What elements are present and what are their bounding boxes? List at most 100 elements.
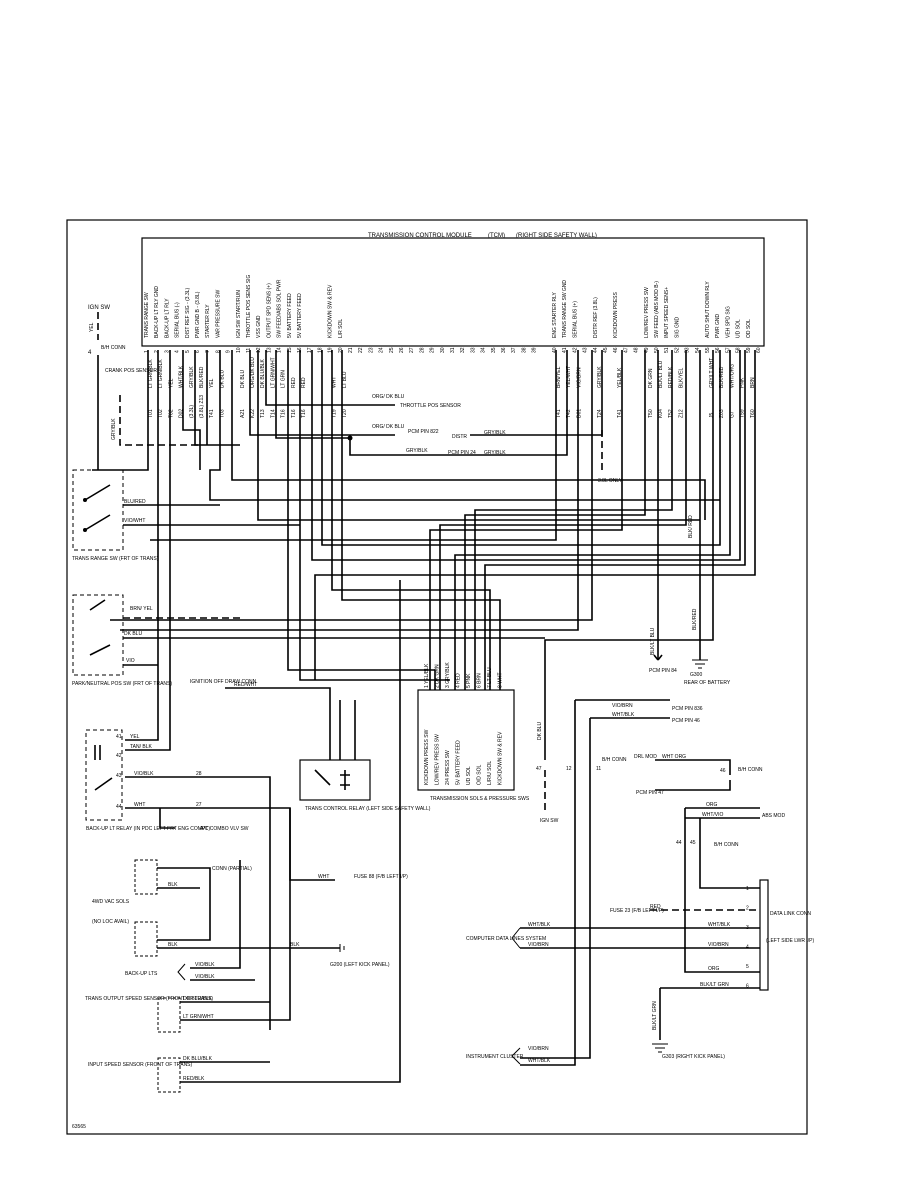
tcm-pin-number: 34 <box>481 347 487 353</box>
vio-brn-label: VIO/BRN <box>612 703 633 709</box>
tcm-pin-name: DIST REF SIG - (3.3L) <box>185 287 191 338</box>
tcm-wire-color: BLK/RED <box>719 366 725 388</box>
tcm-pin-number: 37 <box>511 347 517 353</box>
tcm-pin-number: 60 <box>756 347 762 353</box>
dk-blu-blk-label: DK BLU/BLK <box>183 996 213 1002</box>
crank-pos-label: CRANK POS SENSOR <box>105 368 157 374</box>
tcm-pin-number: 13 <box>266 347 272 353</box>
tcm-circuit-id: T41 <box>209 409 215 418</box>
sol-pin-label: 8 WHT <box>498 672 504 688</box>
ign-sw-2-label: IGN SW <box>540 818 559 824</box>
blk-2-label: BLK <box>168 942 178 948</box>
tcm-pin-number: 24 <box>379 347 385 353</box>
tcm-wire-color: WHT <box>332 377 338 388</box>
tcm-pin-number: 42 <box>572 347 578 353</box>
backup-lts: BACK-UP LTS VIO/BLK VIO/BLK <box>125 860 255 981</box>
sol-name-label: L/R/U SOL <box>487 761 493 785</box>
tcm-location: (RIGHT SIDE SAFETY WALL) <box>516 233 597 239</box>
tcm-circuit-id: T19 <box>332 409 338 418</box>
brn-yel-label: BRN/ YEL <box>130 606 153 612</box>
tcm-circuit-id: (3.8L) Z13 <box>199 395 205 418</box>
sol-name-label: LOW/REV PRESS SW <box>435 734 441 785</box>
tcm-wire-color: LT GRN/BLK <box>158 359 164 388</box>
input-speed-label: INPUT SPEED SENSOR (FRONT OF TRANS) <box>88 1062 193 1068</box>
tcm-wire-color: VIO/BRN <box>576 367 582 388</box>
tcm-pin-number: 32 <box>460 347 466 353</box>
tcm-pin-name: UD SOL <box>736 319 742 338</box>
tcm-pin-name: LOW/REV PRESS SW <box>644 287 650 338</box>
trans-output-label: TRANS OUTPUT SPEED SENSOR (FRONT OF TRAN… <box>85 996 213 1002</box>
vio-wht-label: VIO/WHT <box>124 518 145 524</box>
dlc-pin-number: 1 <box>746 886 749 892</box>
num-45: 45 <box>690 840 696 846</box>
tcm-circuit-id: T50 <box>648 409 654 418</box>
tcm-pin-number: 52 <box>674 347 680 353</box>
drl-section: DRL MOD WHT ORG PCM PIN 47 46 B/H CONN <box>634 754 763 796</box>
fuse-23-label: FUSE 23 (F/B LEFT I/P) <box>610 908 664 914</box>
vio-blk-label: VIO/BLK <box>134 771 154 777</box>
tcm-pin-number: 26 <box>399 347 405 353</box>
tcm-pin-number: 48 <box>634 347 640 353</box>
tcm-pin-number: 10 <box>236 347 242 353</box>
tcm-pin-number: 49 <box>644 347 650 353</box>
pcm-24-label: PCM PIN 24 <box>448 450 476 456</box>
dlc-pin-number: 2 <box>746 906 749 912</box>
tcm-pin-number: 43 <box>583 347 589 353</box>
tcm-wire-color: GRY/LT WHT <box>709 358 715 388</box>
tcm-pin-number: 15 <box>287 347 293 353</box>
pcm-ground-section: BLK/LT BLU BLK/RED PCM PIN 84 G300 REAR … <box>649 608 731 686</box>
tcm-pin-name: VSS GND <box>256 315 262 338</box>
tcm-circuit-id: T42 <box>566 409 572 418</box>
tcm-circuit-id: T16 <box>301 409 307 418</box>
rear-batt-label: REAR OF BATTERY <box>684 680 731 686</box>
trans-range-label: TRANS RANGE SW (FRT OF TRANS) <box>72 556 159 562</box>
tcm-pin-number: 33 <box>470 347 476 353</box>
tcm-pin-name: PWR GND <box>715 313 721 338</box>
sol-pin-label: 3 GRY/BLK <box>445 662 451 688</box>
blk-label: BLK <box>168 882 178 888</box>
tcm-pin-name: SERIAL BUS (-) <box>175 302 181 338</box>
tcm-pin-name: 5V BATTERY FEED <box>297 293 303 338</box>
tcm-pin-name: OUTPUT SPD SENS (+) <box>266 283 272 338</box>
tcm-title: TRANSMISSION CONTROL MODULE <box>368 233 472 239</box>
tcm-wire-color: YEL <box>168 378 174 388</box>
tcm-pin-name: IGN SW START/RUN <box>236 290 242 338</box>
org-2-label: ORG <box>708 966 720 972</box>
left-top-section: IGN SW YEL 4 B/H CONN CRANK POS SENSOR G… <box>88 305 200 470</box>
tcm-wire-color: BLK/RED <box>199 366 205 388</box>
tcm-wire-color: LT GRN/BLK <box>148 359 154 388</box>
tcm-pin-number: 14 <box>277 347 283 353</box>
wht-label: WHT <box>134 802 145 808</box>
num-42: 42 <box>116 753 122 759</box>
tcm-pin-name: SERIAL BUS (+) <box>572 301 578 338</box>
num-44: 44 <box>676 840 682 846</box>
tcm-circuit-id: D02 <box>179 409 185 418</box>
sol-pin-label: 7 LT BLU <box>487 667 493 688</box>
tcm-pin-number: 40 <box>552 347 558 353</box>
tcm-pin-number: 7 <box>205 350 211 353</box>
vht-vio-label: WHT/VIO <box>702 812 723 818</box>
tcm-pin-number: 35 <box>491 347 497 353</box>
tcm-pin-number: 18 <box>317 347 323 353</box>
sol-pin-label: 2 DK GRN <box>435 664 441 688</box>
num-44b: 44 <box>116 804 122 810</box>
tcm-pin-name: KICKDOWN SW & REV <box>328 284 334 338</box>
tcm-circuit-id: T24 <box>597 409 603 418</box>
throttle-label: THROTTLE POS SENSOR <box>400 403 461 409</box>
tcm-pin-number: 44 <box>593 347 599 353</box>
tcm-circuit-id: K22 <box>250 409 256 418</box>
sol-name-label: O/D SOL <box>477 764 483 785</box>
pcm-36-label: PCM PIN 836 <box>672 706 703 712</box>
tcm-pin-name: KICKDOWN PRESS <box>613 291 619 338</box>
tcm-pin-number: 47 <box>623 347 629 353</box>
sol-name-label: KICKDOWN SW & REV <box>498 731 504 785</box>
g303-label: G303 (RIGHT KICK PANEL) <box>662 1054 725 1060</box>
trans-relay-label: TRANS CONTROL RELAY (LEFT SIDE SAFETY WA… <box>305 806 431 812</box>
tcm-wire-color: GRY/BLK <box>189 366 195 388</box>
vio-blk-4-label: VIO/BLK <box>195 974 215 980</box>
bh-conn-num: 4 <box>88 350 92 356</box>
fourwd-vac-label: 4WD VAC SOLS <box>92 899 130 905</box>
tcm-pin-name: DISTR REF (3.8L) <box>593 297 599 338</box>
tcm-circuit-id: T01 <box>148 409 154 418</box>
